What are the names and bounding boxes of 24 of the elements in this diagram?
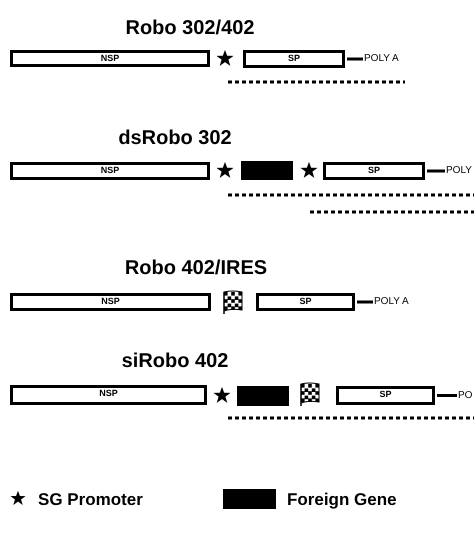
gene-region-box: SP [243, 50, 345, 68]
construct-title: Robo 402/IRES [124, 258, 268, 278]
gene-region-box: SP [336, 386, 435, 405]
poly-a-label: POLY [446, 164, 472, 178]
foreign-gene-bar [241, 161, 293, 180]
gene-region-box: NSP [10, 162, 210, 180]
poly-a-label: POLY A [364, 52, 399, 66]
legend-text: Foreign Gene [287, 491, 397, 508]
construct-title: Robo 302/402 [126, 18, 254, 38]
gene-region-box: SP [323, 162, 425, 180]
poly-a-label: POLY A [374, 295, 409, 309]
foreign-gene-bar [237, 386, 289, 406]
gene-region-box: NSP [10, 50, 210, 67]
connector-line [347, 58, 363, 60]
construct-title: dsRobo 302 [118, 128, 232, 148]
gene-region-box: NSP [10, 385, 207, 405]
connector-line [357, 300, 373, 304]
connector-line [437, 394, 457, 397]
connector-line [427, 170, 445, 172]
poly-a-label: PO [458, 389, 472, 403]
construct-title: siRobo 402 [122, 351, 228, 371]
legend-text: SG Promoter [38, 491, 143, 508]
gene-region-box: NSP [10, 293, 211, 311]
gene-region-box: SP [256, 293, 355, 311]
